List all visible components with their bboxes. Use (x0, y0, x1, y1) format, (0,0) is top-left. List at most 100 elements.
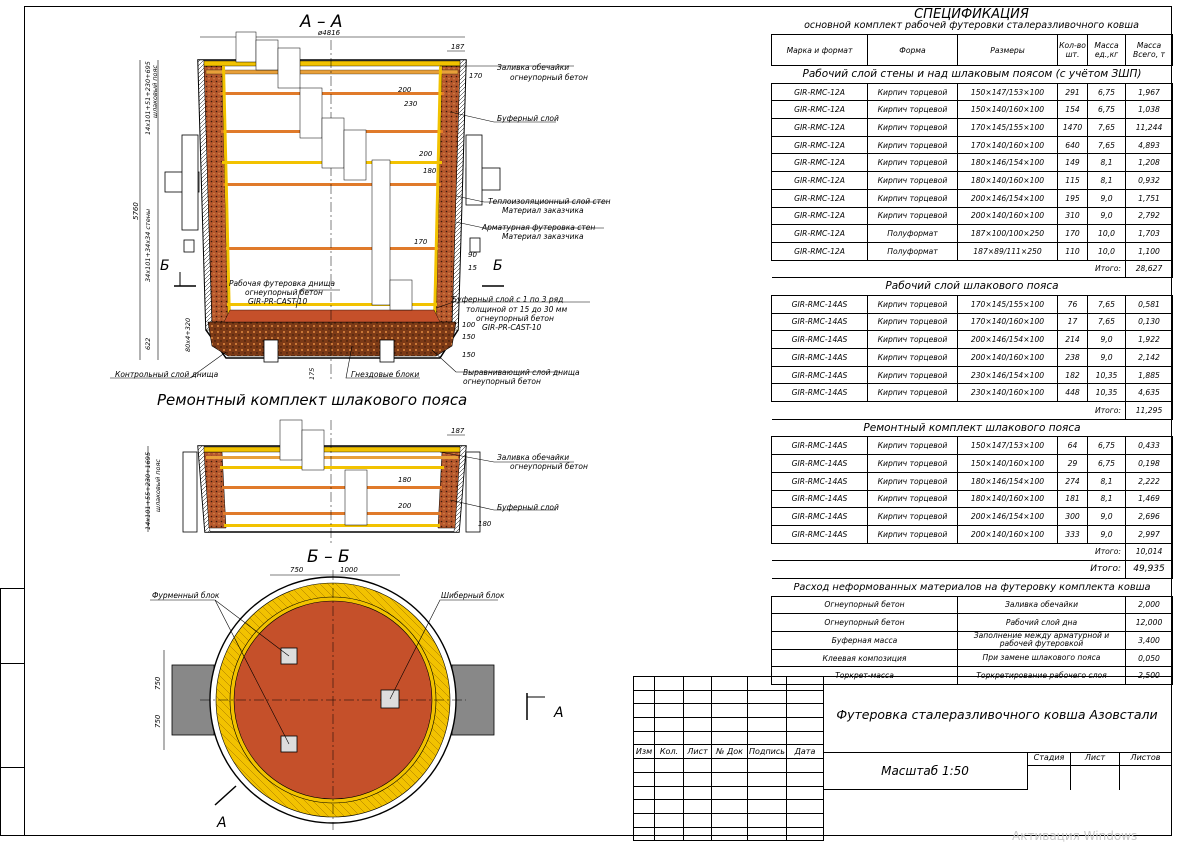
title-cell: Футеровка сталеразливочного ковша Азовст… (823, 676, 1172, 836)
spec-cell: 170 (1057, 224, 1088, 243)
revision-cell (711, 826, 748, 842)
revision-cell (747, 771, 787, 787)
revision-cell (683, 703, 712, 719)
callouts-aa: Заливка обечайки огнеупорный бетон Буфер… (115, 63, 611, 386)
spec-cell: Полуформат (867, 224, 958, 243)
callout-control-layer: Контрольный слой днища (115, 370, 219, 379)
section-b-left: Б (160, 258, 170, 274)
spec-cell: 7,65 (1087, 312, 1126, 332)
spec-cell: GIR-RMC-12A (771, 241, 868, 261)
callout-armature: Арматурная футеровка стен (481, 223, 595, 232)
spec-cell: GIR-RMC-14AS (771, 383, 868, 403)
unshaped-purpose: Рабочий слой дна (957, 613, 1126, 632)
dim-v4b: шлаковый пояс (154, 459, 162, 512)
spec-cell: GIR-RMC-12A (771, 100, 868, 120)
spec-cell: 230×140/160×100 (957, 383, 1058, 403)
spec-cell: GIR-RMC-12A (771, 171, 868, 190)
spec-cell: 115 (1057, 171, 1088, 190)
spec-cell: Кирпич торцевой (867, 471, 958, 491)
spec-cell: GIR-RMC-12A (771, 206, 868, 226)
spec-section-title: Ремонтный комплект шлакового пояса (771, 418, 1173, 438)
revision-cell (711, 703, 748, 719)
spec-subtotal-row: Итого:10,014 (771, 542, 1173, 562)
spec-header-cell: Размеры (957, 34, 1058, 66)
dim-v1b: шлаковый пояс (151, 65, 159, 118)
revision-row (633, 771, 824, 787)
unshaped-mass: 3,400 (1125, 631, 1173, 650)
spec-cell: 180×140/160×100 (957, 171, 1058, 190)
callout-buffer: Буферный слой (497, 114, 559, 123)
dim-100: 100 (462, 321, 476, 329)
left-binding-strip (0, 588, 25, 836)
callout-leaders-aa (110, 65, 606, 379)
spec-cell: 7,65 (1087, 294, 1126, 314)
revision-cell (683, 799, 712, 814)
dim-187: 187 (451, 43, 465, 51)
unshaped-material: Клеевая композиция (771, 648, 958, 668)
revision-cell (633, 717, 655, 732)
revision-header-cell: Подпись (747, 744, 787, 760)
spec-cell: 2,696 (1125, 507, 1173, 526)
spec-header-cell: Масса Всего, т (1125, 34, 1173, 66)
revision-cell (633, 730, 655, 746)
spec-cell: GIR-RMC-12A (771, 153, 868, 173)
revision-cell (747, 703, 787, 719)
callout-insulation-mat: Материал заказчика (502, 206, 584, 215)
spec-cell: 1,967 (1125, 82, 1173, 102)
revision-cell (786, 676, 824, 691)
spec-cell: 150×140/160×100 (957, 454, 1058, 473)
dim-200-a: 200 (398, 86, 412, 94)
spec-cell: 333 (1057, 524, 1088, 544)
dim-150-b: 150 (462, 351, 476, 359)
spec-cell: GIR-RMC-14AS (771, 507, 868, 526)
spec-cell: GIR-RMC-14AS (771, 524, 868, 544)
spec-cell: 1,885 (1125, 365, 1173, 385)
dim-200-c: 200 (398, 502, 412, 510)
spec-cell: 200×140/160×100 (957, 524, 1058, 544)
spec-cell: Полуформат (867, 241, 958, 261)
spec-cell: 10,35 (1087, 383, 1126, 403)
spec-cell: Кирпич торцевой (867, 524, 958, 544)
spec-subtotal-label: Итого: (771, 401, 1126, 420)
spec-cell: Кирпич торцевой (867, 348, 958, 367)
callouts-repair: Заливка обечайки огнеупорный бетон Буфер… (497, 453, 588, 512)
spec-cell: GIR-RMC-12A (771, 135, 868, 155)
dim-1000: 1000 (340, 566, 358, 574)
unshaped-material: Огнеупорный бетон (771, 613, 958, 632)
spec-section-title: Рабочий слой шлакового пояса (771, 277, 1173, 296)
revision-cell (747, 676, 787, 691)
revision-header-cell: Лист (683, 744, 712, 760)
spec-subtotal-value: 28,627 (1125, 259, 1173, 279)
spec-cell: 170×140/160×100 (957, 135, 1058, 155)
spec-cell: 0,932 (1125, 171, 1173, 190)
spec-cell: GIR-RMC-14AS (771, 471, 868, 491)
spec-section-row: Ремонтный комплект шлакового пояса (771, 418, 1173, 438)
spec-cell: Кирпич торцевой (867, 206, 958, 226)
spec-cell: Кирпич торцевой (867, 489, 958, 509)
unshaped-title: Расход неформованных материалов на футер… (771, 577, 1173, 597)
dim-v2: 34х101+34х34 стены (144, 209, 152, 282)
spec-cell: 180×146/154×100 (957, 153, 1058, 173)
revision-header-cell: № Док (711, 744, 748, 760)
spec-subtotal-value: 11,295 (1125, 401, 1173, 420)
sheets-header: Листов (1130, 753, 1161, 762)
spec-cell: 0,198 (1125, 454, 1173, 473)
dim-150-a: 150 (462, 333, 476, 341)
unshaped-purpose: При замене шлакового пояса (957, 648, 1126, 668)
unshaped-purpose: Заливка обечайки (957, 595, 1126, 615)
dim-5760: 5760 (132, 202, 140, 220)
spec-cell: 640 (1057, 135, 1088, 155)
